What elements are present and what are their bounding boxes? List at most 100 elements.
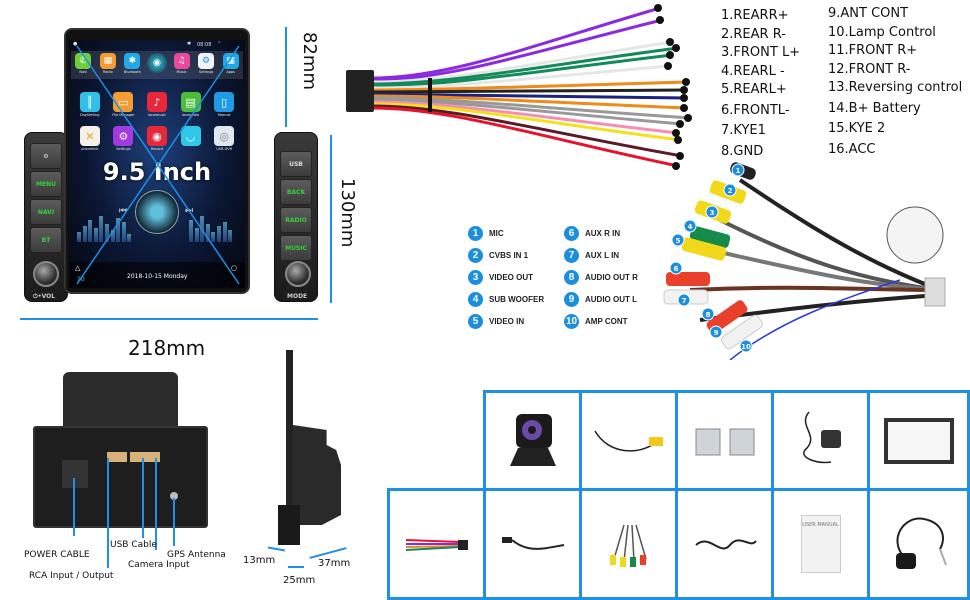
app-store[interactable]: ◡	[180, 126, 202, 151]
harness-wire	[373, 18, 663, 82]
number-badge: 2	[468, 248, 483, 263]
dock-app-music[interactable]: ♫Music	[171, 53, 193, 74]
pointer-power	[73, 478, 75, 536]
navi-button[interactable]: NAVI	[30, 199, 62, 225]
usb-button[interactable]: USB	[280, 151, 312, 177]
dock-app-apps[interactable]: ▦Apps	[220, 53, 242, 74]
accessory-radio-antenna-cable	[675, 488, 774, 600]
rca-number-badge	[671, 233, 685, 247]
dock-app-navi[interactable]: ✆Navi	[72, 53, 94, 74]
rca-red-plug	[666, 272, 710, 286]
music-app-icon: ♫	[173, 53, 190, 69]
pinout-left-column: 1.REARR+ 2.REAR R- 3.FRONT L+ 4.REARL - …	[721, 7, 800, 161]
app-localmusic[interactable]: ♪localmusic	[146, 92, 168, 117]
power-harness-icon	[405, 539, 468, 551]
equalizer-bar	[110, 230, 115, 242]
rca-red-plug-2	[706, 300, 748, 334]
depth-13-line	[267, 546, 286, 552]
back-button[interactable]: BACK	[280, 179, 312, 205]
app-manual[interactable]: ▯Manual	[213, 92, 235, 117]
menu-button[interactable]: MENU	[30, 171, 62, 197]
now-playing-disc[interactable]	[135, 190, 179, 234]
harness-wire	[373, 94, 687, 110]
app-dspsetting[interactable]: ║DspSetting	[79, 92, 101, 117]
harness-wire	[373, 40, 673, 84]
volume-knob[interactable]	[33, 261, 59, 287]
power-socket	[62, 460, 88, 488]
folder-icon: ▭	[113, 92, 134, 112]
home-icon: ●	[73, 41, 78, 47]
equalizer-bar	[88, 220, 93, 242]
equalizer-bar	[228, 230, 233, 242]
dock-app-radio[interactable]: ▦Radio	[97, 53, 119, 74]
wire-number-marker	[672, 44, 680, 52]
wire-number-marker	[666, 38, 674, 46]
usb-cable-icon	[501, 537, 564, 550]
home-nav-icon[interactable]: ○	[230, 264, 237, 272]
app-grid-row-1: ║DspSetting ▭File Manager ♪localmusic ▤l…	[73, 92, 241, 117]
label-gps-antenna: GPS Antenna	[167, 550, 226, 560]
accessory-frame-bezel	[867, 390, 970, 491]
pin-12: 12.FRONT R-	[828, 61, 911, 77]
phonelink-icon: ✕	[79, 126, 100, 146]
rca-legend-label: AUX R IN	[585, 229, 621, 238]
radio-button[interactable]: RADIO	[280, 207, 312, 233]
pinout-right-column: 9.ANT CONT 10.Lamp Control 11.FRONT R+ 1…	[828, 5, 962, 159]
bluetooth-status-icon: ✱	[187, 41, 192, 47]
gear-icon: ⚙	[113, 126, 134, 146]
gps-antenna-icon	[802, 411, 841, 463]
app-grid-row-2: ✕phonelink ⚙Settings ◉Record ◡ ◎USB-DVR	[73, 126, 241, 151]
equalizer-bar	[105, 224, 109, 242]
back-nav-icon[interactable]: △	[75, 264, 81, 272]
touch-screen[interactable]: ● ✱ 08:08 ⌃ ✆Navi ▦Radio ✱Bluetooth ◉ ♫M…	[69, 40, 245, 288]
harness-connector	[346, 70, 374, 112]
app-localradio[interactable]: ▤localradio	[180, 92, 202, 117]
app-settings[interactable]: ⚙Settings	[112, 126, 134, 151]
clock: 08:08	[197, 42, 212, 48]
wire-number-marker	[654, 4, 662, 12]
harness-wire	[373, 98, 683, 126]
rca-number-badge	[723, 183, 737, 197]
rca-number-text: 7	[682, 297, 687, 305]
music-button[interactable]: MUSIC	[280, 235, 312, 261]
pin-11: 11.FRONT R+	[828, 43, 918, 58]
wire-number-marker	[676, 152, 684, 160]
app-file-manager[interactable]: ▭File Manager	[112, 92, 135, 117]
app-phonelink[interactable]: ✕phonelink	[79, 126, 101, 151]
next-track-icon[interactable]: ⏭	[185, 206, 194, 216]
back-chassis	[33, 426, 208, 528]
bt-button[interactable]: BT	[30, 227, 62, 253]
dock-app-assistant[interactable]: ◉	[146, 53, 168, 73]
rca-number-text: 1	[736, 167, 741, 175]
pointer-rca	[107, 458, 109, 568]
android-home-button[interactable]: ⚙	[30, 143, 62, 169]
harness-wire	[373, 104, 683, 158]
dim-37mm: 37mm	[318, 558, 351, 569]
app-usb-dvr[interactable]: ◎USB-DVR	[213, 126, 235, 151]
cable-tie	[428, 78, 432, 112]
rca-number-text: 3	[710, 209, 715, 217]
accessory-usb-cable	[483, 488, 582, 600]
app-dock: ✆Navi ▦Radio ✱Bluetooth ◉ ♫Music ⚙Settin…	[71, 51, 243, 79]
dock-app-bluetooth[interactable]: ✱Bluetooth	[121, 53, 143, 74]
wire-number-marker	[672, 129, 680, 137]
pin-1: 1.REARR+	[721, 8, 789, 23]
harness-wire	[373, 96, 691, 120]
mode-knob[interactable]	[285, 261, 311, 287]
rca-number-badge	[683, 219, 697, 233]
app-record[interactable]: ◉Record	[146, 126, 168, 151]
dim-218mm: 218mm	[128, 336, 206, 360]
wire-number-marker	[676, 120, 684, 128]
dock-app-settings[interactable]: ⚙Settings	[195, 53, 217, 74]
harness-plug	[924, 277, 946, 307]
harness-wire	[373, 92, 687, 100]
pin-4: 4.REARL -	[721, 63, 785, 79]
equalizer-bar	[189, 220, 193, 242]
voice-assistant-icon: ◉	[146, 53, 167, 73]
previous-track-icon[interactable]: ⏮	[119, 206, 128, 216]
wire-number-marker	[684, 114, 692, 122]
user-manual-icon: USER MANUAL	[800, 515, 841, 573]
wire-number-marker	[666, 51, 674, 59]
height-82-line	[285, 27, 287, 127]
rca-number-text: 8	[706, 311, 711, 319]
